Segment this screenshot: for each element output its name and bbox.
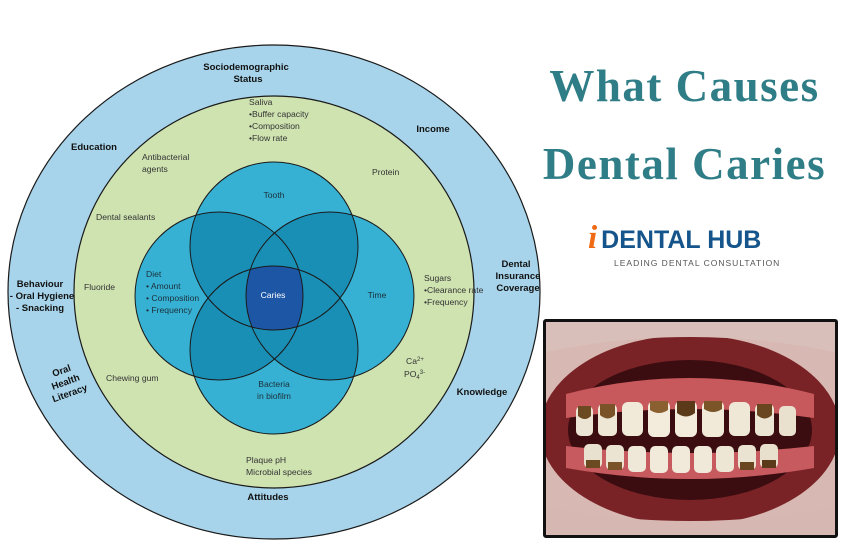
venn-overlaps	[190, 212, 358, 380]
label-antibacterial: Antibacterial	[142, 152, 189, 162]
label-microbial-species: Microbial species	[246, 467, 312, 477]
label-saliva-composition: •Composition	[249, 121, 300, 131]
label-dental: Dental	[501, 259, 530, 270]
label-sociodemographic: Sociodemographic	[203, 62, 289, 73]
lower-teeth	[584, 444, 778, 473]
label-sociodemographic-status: Status	[233, 74, 262, 85]
label-in-biofilm: in biofilm	[257, 391, 291, 401]
label-protein: Protein	[372, 167, 399, 177]
label-phosphate: PO43-	[404, 369, 425, 381]
label-sugars: Sugars	[424, 273, 451, 283]
label-caries: Caries	[261, 290, 286, 300]
upper-teeth	[576, 401, 796, 437]
caries-center-region	[246, 266, 303, 330]
label-knowledge: Knowledge	[457, 387, 508, 398]
label-bacteria: Bacteria	[258, 379, 290, 389]
label-income: Income	[416, 124, 449, 135]
label-coverage: Coverage	[496, 283, 539, 294]
page-title-line-2: Dental Caries	[542, 139, 827, 189]
label-antibacterial-agents: agents	[142, 164, 168, 174]
brand-mark: i	[588, 220, 598, 256]
brand-name-text: DENTAL HUB	[601, 226, 762, 254]
label-time: Time	[368, 290, 387, 300]
label-buffer-capacity: •Buffer capacity	[249, 109, 309, 119]
page-title-line-1: What Causes	[549, 61, 820, 111]
label-flow-rate: •Flow rate	[249, 133, 288, 143]
label-dental-sealants: Dental sealants	[96, 212, 155, 222]
label-diet-amount: • Amount	[146, 281, 181, 291]
brand-tagline: LEADING DENTAL CONSULTATION	[614, 258, 781, 268]
label-tooth: Tooth	[263, 190, 284, 200]
label-insurance: Insurance	[496, 271, 541, 282]
caries-factors-diagram: Sociodemographic Status Income Education…	[7, 44, 541, 540]
venn-outlines	[134, 161, 415, 435]
label-saliva: Saliva	[249, 97, 273, 107]
label-clearance-rate: •Clearance rate	[424, 285, 484, 295]
label-fluoride: Fluoride	[84, 282, 115, 292]
label-snacking: - Snacking	[16, 303, 64, 314]
label-oral-hygiene: - Oral Hygiene	[10, 291, 74, 302]
label-diet-composition: • Composition	[146, 293, 199, 303]
label-diet-frequency: • Frequency	[146, 305, 193, 315]
label-diet: Diet	[146, 269, 162, 279]
label-education: Education	[71, 142, 117, 153]
label-chewing-gum: Chewing gum	[106, 373, 159, 383]
label-plaque-ph: Plaque pH	[246, 455, 286, 465]
label-behaviour: Behaviour	[17, 279, 64, 290]
teeth-photo	[543, 319, 838, 538]
label-attitudes: Attitudes	[247, 492, 288, 503]
label-sugars-frequency: •Frequency	[424, 297, 468, 307]
label-calcium: Ca2+	[406, 356, 424, 366]
